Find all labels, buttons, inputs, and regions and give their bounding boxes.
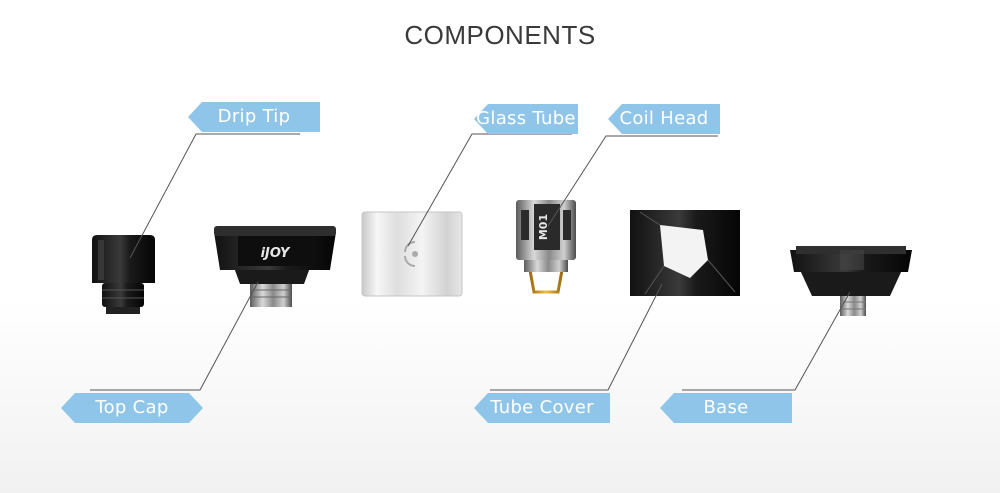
top-cap-image: iJOY xyxy=(214,226,336,307)
top-cap-logo: iJOY xyxy=(261,246,291,261)
label-coil-head: Coil Head xyxy=(608,104,720,134)
page-title: COMPONENTS xyxy=(404,20,596,50)
glass-tube-image xyxy=(361,211,463,297)
base-image xyxy=(790,246,912,316)
label-glass-tube: Glass Tube xyxy=(474,104,578,134)
label-base: Base xyxy=(660,393,792,423)
label-tube-cover: Tube Cover xyxy=(474,393,610,423)
label-drip-tip: Drip Tip xyxy=(188,102,320,132)
label-top-cap: Top Cap xyxy=(61,393,203,423)
coil-head-image: M01 xyxy=(516,200,576,294)
tube-cover-image xyxy=(630,210,740,296)
drip-tip-image xyxy=(92,235,155,314)
leader-lines xyxy=(90,133,851,391)
coil-model-mark: M01 xyxy=(537,214,550,240)
